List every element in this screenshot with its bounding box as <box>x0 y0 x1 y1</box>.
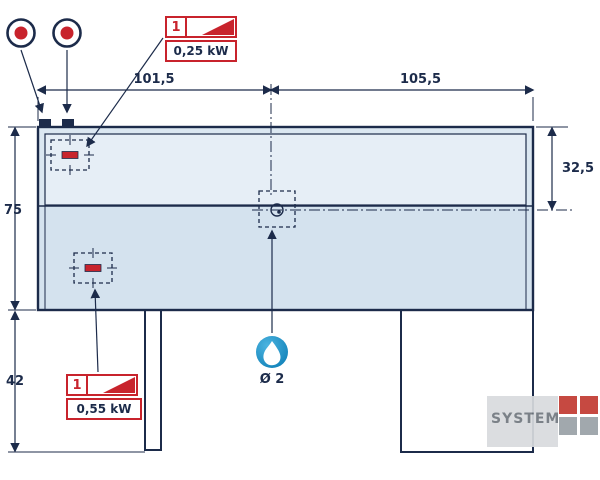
appliance-body <box>36 125 535 312</box>
dim-right-depth: 32,5 <box>561 161 595 176</box>
leader-lines <box>86 37 164 373</box>
power-connection-arrows <box>20 49 74 127</box>
red-flag-icon <box>202 19 234 35</box>
power-connection-icon-1 <box>6 18 36 48</box>
system-logo-backdrop <box>487 396 558 447</box>
logo-square <box>559 396 577 414</box>
power-flag-bottom-pennant <box>88 374 138 396</box>
dim-leg-height: 42 <box>5 374 25 389</box>
power-value-bottom: 0,55 kW <box>66 398 142 420</box>
dim-body-height: 75 <box>3 203 23 218</box>
dimension-lines <box>8 85 568 453</box>
logo-square <box>559 417 577 435</box>
system-logo: SYSTEM <box>487 393 600 449</box>
heating-element-symbol-top <box>46 135 94 175</box>
power-flag-top-index: 1 <box>165 16 187 38</box>
water-diameter-label: Ø 2 <box>259 372 285 387</box>
water-connection-symbol <box>258 190 296 228</box>
water-connection-icon <box>256 336 288 368</box>
power-flag-bottom: 1 <box>66 374 138 396</box>
system-logo-text: SYSTEM <box>491 411 561 427</box>
power-flag-top: 1 <box>165 16 237 38</box>
system-logo-squares <box>559 396 598 435</box>
heating-element-symbol-bottom <box>69 248 117 288</box>
dim-width-right: 105,5 <box>399 72 442 87</box>
power-connection-icon-2 <box>52 18 82 48</box>
top-panel <box>44 133 527 206</box>
centerlines <box>252 84 572 211</box>
logo-square <box>580 396 598 414</box>
red-flag-icon <box>103 377 135 393</box>
left-leg <box>144 309 162 451</box>
power-value-top: 0,25 kW <box>165 40 237 62</box>
power-flag-top-pennant <box>187 16 237 38</box>
power-flag-bottom-index: 1 <box>66 374 88 396</box>
logo-square <box>580 417 598 435</box>
dim-width-left: 101,5 <box>133 72 175 87</box>
